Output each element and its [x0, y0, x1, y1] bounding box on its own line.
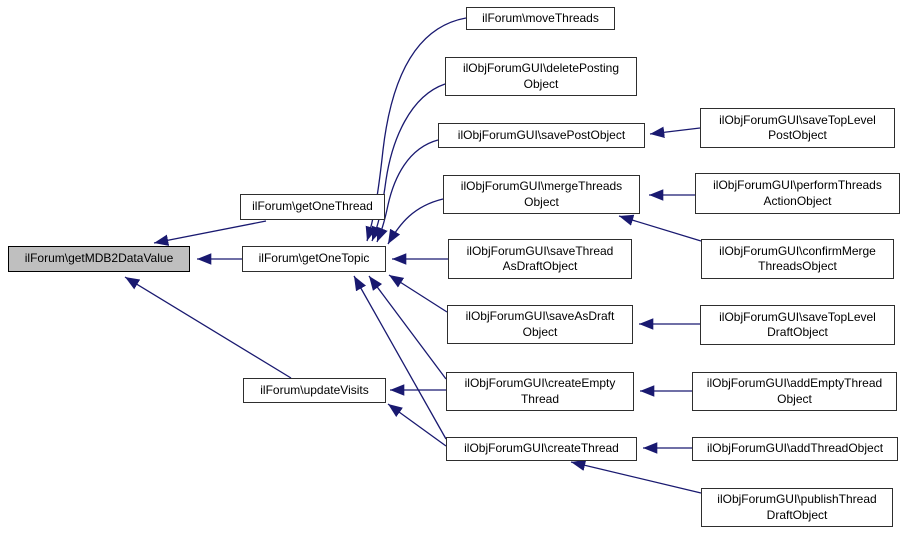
node-saveTopLevelDraftObject[interactable]: ilObjForumGUI\saveTopLevel DraftObject — [700, 305, 895, 345]
edge-saveAsDraftObject-to-getOneTopic — [388, 274, 448, 313]
node-createThread[interactable]: ilObjForumGUI\createThread — [446, 437, 637, 461]
node-addThreadObject[interactable]: ilObjForumGUI\addThreadObject — [692, 437, 898, 461]
node-label: ilObjForumGUI\addThreadObject — [706, 441, 884, 456]
node-getMDB2DataValue[interactable]: ilForum\getMDB2DataValue — [8, 246, 190, 272]
node-label: ilObjForumGUI\mergeThreads Object — [460, 179, 623, 209]
node-deletePostingObject[interactable]: ilObjForumGUI\deletePosting Object — [445, 57, 637, 96]
edge-publishThreadDraftObject-to-createThread — [570, 459, 702, 494]
node-performThreadsActionObject[interactable]: ilObjForumGUI\performThreads ActionObjec… — [695, 173, 900, 214]
edge-getOneThread-to-getMDB2DataValue — [153, 220, 267, 246]
node-label: ilObjForumGUI\saveAsDraft Object — [465, 309, 615, 339]
node-saveAsDraftObject[interactable]: ilObjForumGUI\saveAsDraft Object — [447, 305, 633, 344]
edge-createThread-to-updateVisits — [387, 403, 447, 447]
edge-createEmptyThread-to-getOneTopic — [368, 275, 447, 380]
node-label: ilObjForumGUI\confirmMerge ThreadsObject — [719, 243, 876, 273]
node-label: ilObjForumGUI\saveTopLevel PostObject — [719, 112, 876, 142]
node-confirmMergeThreadsObject[interactable]: ilObjForumGUI\confirmMerge ThreadsObject — [701, 239, 894, 279]
node-mergeThreadsObject[interactable]: ilObjForumGUI\mergeThreads Object — [443, 175, 640, 214]
node-label: ilForum\updateVisits — [260, 382, 369, 397]
node-updateVisits[interactable]: ilForum\updateVisits — [243, 378, 386, 403]
node-publishThreadDraftObject[interactable]: ilObjForumGUI\publishThread DraftObject — [701, 488, 893, 527]
node-label: ilObjForumGUI\createEmpty Thread — [464, 376, 616, 406]
edge-deletePostingObject-to-getOneTopic — [371, 83, 446, 242]
node-label: ilForum\getMDB2DataValue — [24, 251, 174, 266]
node-moveThreads[interactable]: ilForum\moveThreads — [466, 7, 615, 30]
node-saveTopLevelPostObject[interactable]: ilObjForumGUI\saveTopLevel PostObject — [700, 108, 895, 148]
node-label: ilObjForumGUI\addEmptyThread Object — [706, 376, 883, 406]
node-addEmptyThreadObject[interactable]: ilObjForumGUI\addEmptyThread Object — [692, 372, 897, 411]
node-savePostObject[interactable]: ilObjForumGUI\savePostObject — [438, 123, 645, 148]
node-getOneThread[interactable]: ilForum\getOneThread — [240, 194, 385, 220]
edge-createThread-to-getOneTopic — [353, 275, 447, 440]
edge-confirmMergeThreadsObject-to-mergeThreadsObject — [618, 214, 702, 242]
node-label: ilObjForumGUI\performThreads ActionObjec… — [713, 178, 882, 208]
node-label: ilObjForumGUI\deletePosting Object — [462, 61, 620, 91]
node-label: ilObjForumGUI\saveThread AsDraftObject — [466, 243, 614, 273]
node-saveThreadAsDraftObject[interactable]: ilObjForumGUI\saveThread AsDraftObject — [448, 239, 632, 279]
node-label: ilForum\getOneTopic — [258, 251, 370, 266]
node-label: ilObjForumGUI\savePostObject — [457, 127, 626, 142]
edge-mergeThreadsObject-to-getOneTopic — [387, 198, 444, 245]
edge-updateVisits-to-getMDB2DataValue — [124, 276, 292, 379]
node-getOneTopic[interactable]: ilForum\getOneTopic — [242, 246, 386, 272]
edge-saveTopLevelPostObject-to-savePostObject — [649, 126, 701, 138]
edge-savePostObject-to-getOneTopic — [376, 139, 439, 243]
node-label: ilForum\getOneThread — [252, 199, 373, 214]
node-label: ilObjForumGUI\publishThread DraftObject — [717, 492, 877, 522]
node-createEmptyThread[interactable]: ilObjForumGUI\createEmpty Thread — [446, 372, 634, 411]
node-label: ilObjForumGUI\createThread — [464, 441, 619, 456]
node-label: ilObjForumGUI\saveTopLevel DraftObject — [719, 309, 876, 339]
node-label: ilForum\moveThreads — [482, 10, 599, 25]
